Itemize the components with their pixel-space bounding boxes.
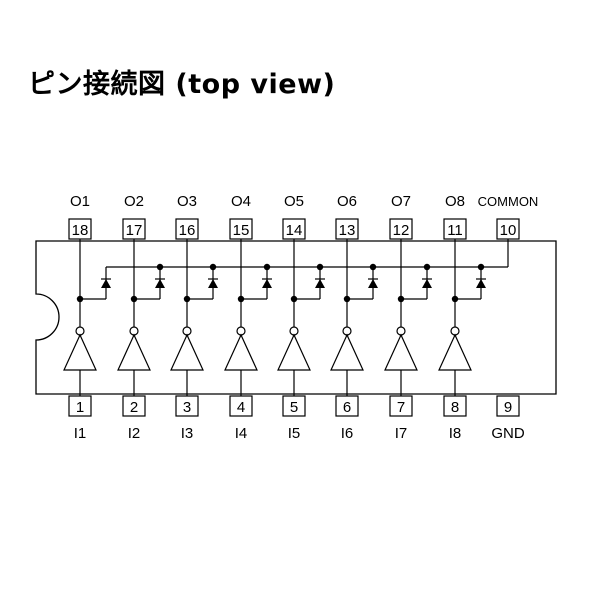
bottom-pin-name: I1 <box>74 425 87 442</box>
diode-symbol <box>262 279 272 288</box>
top-pin-name: O2 <box>124 193 144 210</box>
diode-symbol <box>315 279 325 288</box>
top-pin-number: 18 <box>72 222 89 239</box>
bottom-pin-number: 7 <box>397 399 405 416</box>
junction-dot <box>209 263 217 271</box>
top-pin-name: O7 <box>391 193 411 210</box>
bottom-pin-name: I5 <box>288 425 301 442</box>
bottom-pin-name: I3 <box>181 425 194 442</box>
bottom-pin-number: 6 <box>343 399 351 416</box>
inverter-triangle <box>330 333 364 371</box>
bottom-pin-box <box>496 395 520 417</box>
inverter-triangle <box>170 333 204 371</box>
top-pin-name: O8 <box>445 193 465 210</box>
top-pin-name: O6 <box>337 193 357 210</box>
inverter-triangle <box>117 333 151 371</box>
top-pin-number: 15 <box>233 222 250 239</box>
bottom-pin-name: I8 <box>449 425 462 442</box>
inverter-triangle <box>277 333 311 371</box>
inverter-triangle <box>438 333 472 371</box>
bottom-pin-number: 9 <box>504 399 512 416</box>
bottom-pin-name: I6 <box>341 425 354 442</box>
bottom-pin-number: 1 <box>76 399 84 416</box>
diode-symbol <box>422 279 432 288</box>
junction-dot <box>477 263 485 271</box>
top-pin-name: O5 <box>284 193 304 210</box>
inverter-triangle <box>384 333 418 371</box>
diode-symbol <box>101 279 111 288</box>
top-pin-name: O4 <box>231 193 251 210</box>
bottom-pin-name: GND <box>491 425 525 442</box>
top-pin-name: O3 <box>177 193 197 210</box>
bottom-pin-name: I4 <box>235 425 248 442</box>
top-pin-number: 16 <box>179 222 196 239</box>
bottom-pin-number: 8 <box>451 399 459 416</box>
junction-dot <box>369 263 377 271</box>
bottom-pin-number: 5 <box>290 399 298 416</box>
junction-dot <box>263 263 271 271</box>
bottom-pin-number: 2 <box>130 399 138 416</box>
inverter-triangle <box>63 333 97 371</box>
top-pin-number: 17 <box>126 222 143 239</box>
top-pin-number: 12 <box>393 222 410 239</box>
diode-symbol <box>368 279 378 288</box>
top-pin-number: 10 <box>500 222 517 239</box>
junction-dot <box>423 263 431 271</box>
bottom-pin-number: 4 <box>237 399 245 416</box>
diode-symbol <box>476 279 486 288</box>
bottom-pin-number: 3 <box>183 399 191 416</box>
bottom-pin-name: I7 <box>395 425 408 442</box>
top-pin-number: 11 <box>447 222 463 239</box>
diode-symbol <box>155 279 165 288</box>
top-pin-name: O1 <box>70 193 90 210</box>
inverter-triangle <box>224 333 258 371</box>
top-pin-name: COMMON <box>478 194 539 209</box>
diagram-title: ピン接続図 (top view) <box>28 69 336 100</box>
diode-symbol <box>208 279 218 288</box>
top-pin-number: 13 <box>339 222 356 239</box>
bottom-pin-name: I2 <box>128 425 141 442</box>
top-pin-number: 14 <box>286 222 303 239</box>
package-body <box>35 240 557 395</box>
junction-dot <box>156 263 164 271</box>
junction-dot <box>316 263 324 271</box>
